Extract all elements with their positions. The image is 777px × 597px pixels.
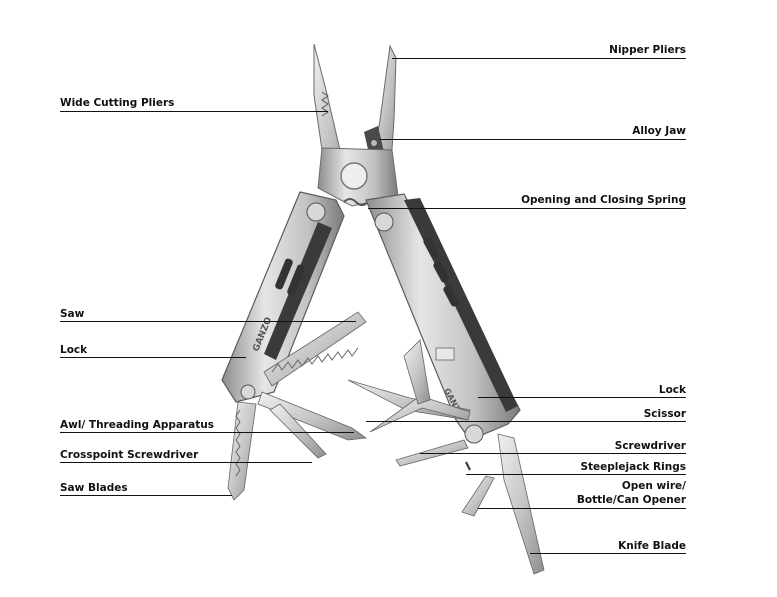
right-handle-badge bbox=[435, 347, 455, 361]
label-alloy-jaw: Alloy Jaw bbox=[632, 125, 686, 137]
label-scissor: Scissor bbox=[643, 408, 686, 420]
leader-lock-right bbox=[478, 397, 686, 398]
leader-knife-blade bbox=[530, 553, 686, 554]
knife-blade-tool bbox=[497, 433, 545, 575]
scissor-tool bbox=[347, 339, 471, 433]
leader-scissor bbox=[366, 421, 686, 422]
leader-opening-closing-spring bbox=[368, 208, 686, 209]
left-handle: GANZO bbox=[221, 191, 345, 403]
label-nipper-pliers: Nipper Pliers bbox=[609, 44, 686, 56]
leader-alloy-jaw bbox=[380, 139, 686, 140]
saw-tool bbox=[263, 311, 367, 387]
awl-tool bbox=[257, 391, 368, 441]
right-handle: GANZO bbox=[365, 193, 521, 444]
leader-saw-blades bbox=[60, 495, 232, 496]
steeplejack-rings bbox=[465, 461, 471, 471]
saw-blades-tool bbox=[227, 401, 257, 501]
leader-open-wire bbox=[478, 508, 686, 509]
leader-screwdriver bbox=[420, 453, 686, 454]
label-knife-blade: Knife Blade bbox=[618, 540, 686, 552]
bottle-opener-tool bbox=[461, 475, 495, 517]
label-awl: Awl/ Threading Apparatus bbox=[60, 419, 214, 431]
leader-saw bbox=[60, 321, 356, 322]
label-saw-blades: Saw Blades bbox=[60, 482, 128, 494]
label-open-wire-line2: Bottle/Can Opener bbox=[576, 494, 686, 506]
label-lock-left: Lock bbox=[60, 344, 88, 356]
label-steeplejack-rings: Steeplejack Rings bbox=[580, 461, 686, 473]
label-opening-closing-spring: Opening and Closing Spring bbox=[521, 194, 686, 206]
label-crosspoint-screwdriver: Crosspoint Screwdriver bbox=[60, 449, 199, 461]
label-lock-right: Lock bbox=[658, 384, 686, 396]
leader-nipper-pliers bbox=[392, 58, 686, 59]
label-saw: Saw bbox=[60, 308, 85, 320]
crosspoint-screwdriver-tool bbox=[269, 403, 327, 459]
leader-crosspoint-screwdriver bbox=[60, 462, 312, 463]
label-screwdriver: Screwdriver bbox=[614, 440, 686, 452]
label-wide-cutting-pliers: Wide Cutting Pliers bbox=[60, 97, 175, 109]
leader-lock-left bbox=[60, 357, 246, 358]
leader-steeplejack-rings bbox=[466, 474, 686, 475]
leader-awl bbox=[60, 432, 354, 433]
leader-wide-cutting-pliers bbox=[60, 111, 328, 112]
opening-closing-spring bbox=[343, 198, 369, 206]
label-open-wire-line1: Open wire/ bbox=[621, 480, 686, 492]
